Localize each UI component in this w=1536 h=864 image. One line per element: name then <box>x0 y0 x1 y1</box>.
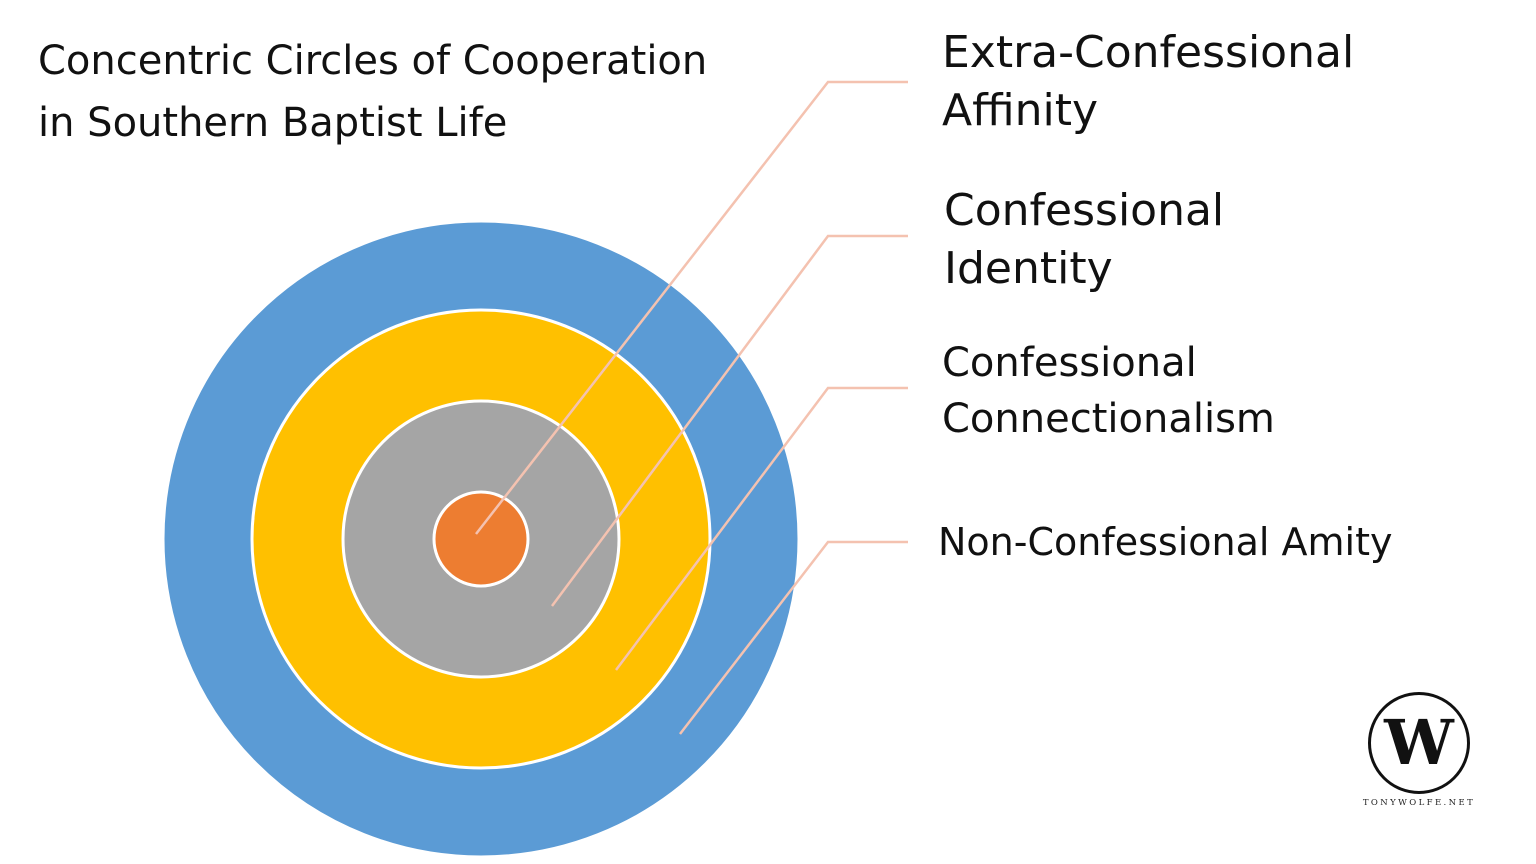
logo-circle: W <box>1368 692 1470 794</box>
label-3-line-1: Confessional <box>942 340 1197 386</box>
title-line-2: in Southern Baptist Life <box>38 100 508 146</box>
label-2-line-2: Identity <box>944 243 1113 294</box>
label-3-line-2: Connectionalism <box>942 396 1275 442</box>
leader-line-1 <box>475 80 908 535</box>
logo-site-text: TONYWOLFE.NET <box>1362 798 1476 808</box>
label-4-line-1: Non-Confessional Amity <box>938 520 1393 564</box>
leader-line-4 <box>679 540 908 735</box>
diagram-title: Concentric Circles of Cooperation in Sou… <box>38 30 707 154</box>
label-confessional-identity: Confessional Identity <box>944 182 1224 298</box>
title-line-1: Concentric Circles of Cooperation <box>38 38 708 84</box>
label-1-line-1: Extra-Confessional <box>942 27 1355 78</box>
label-1-line-2: Affinity <box>942 85 1099 136</box>
label-extra-confessional-affinity: Extra-Confessional Affinity <box>942 24 1354 140</box>
leader-line-2 <box>550 234 908 607</box>
logo-letter: W <box>1384 706 1454 779</box>
label-non-confessional-amity: Non-Confessional Amity <box>938 514 1392 570</box>
center-circle <box>432 490 530 588</box>
tonywolfe-logo: W TONYWOLFE.NET <box>1358 692 1480 812</box>
label-2-line-1: Confessional <box>944 185 1225 236</box>
label-confessional-connectionalism: Confessional Connectionalism <box>942 335 1275 447</box>
leader-line-3 <box>615 386 908 671</box>
